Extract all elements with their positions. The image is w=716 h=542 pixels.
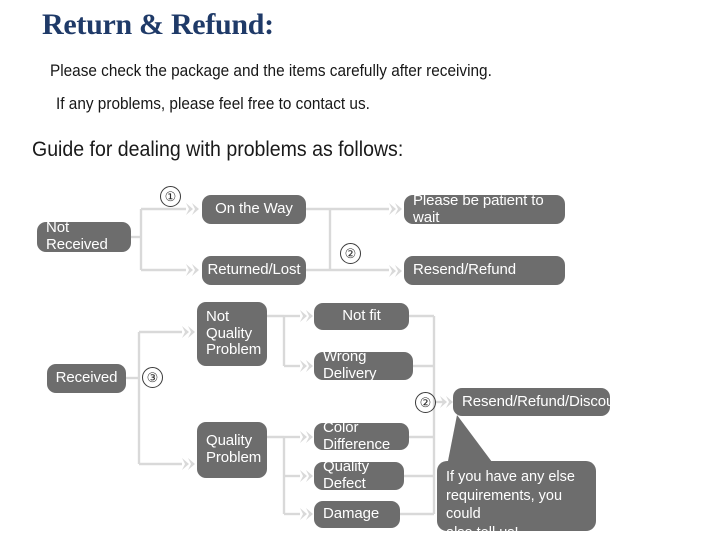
marker-two-bottom: ② bbox=[415, 392, 436, 413]
guide-heading: Guide for dealing with problems as follo… bbox=[32, 138, 404, 161]
intro-line-1: Please check the package and the items c… bbox=[50, 62, 492, 80]
marker-one: ① bbox=[160, 186, 181, 207]
node-returned-lost[interactable]: Returned/Lost bbox=[202, 256, 306, 285]
intro-line-2: If any problems, please feel free to con… bbox=[56, 95, 370, 113]
callout-bubble: If you have any else requirements, you c… bbox=[437, 461, 596, 541]
callout-tail bbox=[447, 415, 495, 466]
node-resend-refund[interactable]: Resend/Refund bbox=[404, 256, 565, 285]
node-quality-problem[interactable]: Quality Problem bbox=[197, 422, 267, 478]
marker-two-top: ② bbox=[340, 243, 361, 264]
node-resend-refund-discount[interactable]: Resend/Refund/Discount bbox=[453, 388, 627, 416]
node-damage[interactable]: Damage bbox=[314, 501, 400, 528]
page-title: Return & Refund: bbox=[42, 8, 274, 41]
node-wrong-delivery[interactable]: Wrong Delivery bbox=[314, 348, 413, 382]
node-not-quality-problem[interactable]: Not Quality Problem bbox=[197, 302, 267, 366]
node-received[interactable]: Received bbox=[47, 364, 126, 393]
node-please-be-patient[interactable]: Please be patient to wait bbox=[404, 192, 565, 225]
node-not-fit[interactable]: Not fit bbox=[314, 303, 409, 330]
node-on-the-way[interactable]: On the Way bbox=[202, 195, 306, 224]
marker-three: ③ bbox=[142, 367, 163, 388]
node-quality-defect[interactable]: Quality Defect bbox=[314, 458, 404, 492]
node-color-difference[interactable]: Color Difference bbox=[314, 419, 409, 452]
node-not-received[interactable]: Not Received bbox=[37, 219, 131, 253]
